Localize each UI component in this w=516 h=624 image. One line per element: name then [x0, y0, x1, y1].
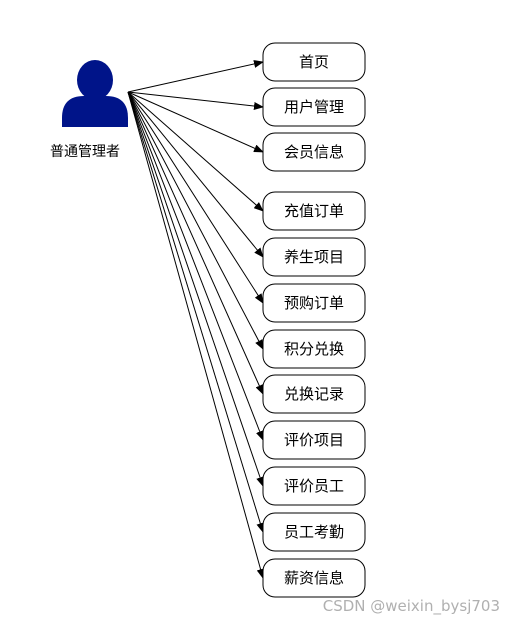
module-nodes: 首页用户管理会员信息充值订单养生项目预购订单积分兑换兑换记录评价项目评价员工员工…	[262, 42, 366, 598]
module-node: 兑换记录	[262, 374, 366, 414]
module-label: 兑换记录	[284, 385, 344, 403]
module-label: 用户管理	[284, 98, 344, 116]
module-box	[262, 283, 366, 323]
module-node: 评价项目	[262, 420, 366, 460]
module-label: 员工考勤	[284, 523, 344, 541]
edge-arrow	[127, 91, 264, 395]
module-box	[262, 42, 366, 82]
edge-arrow	[127, 91, 264, 258]
module-node: 充值订单	[262, 191, 366, 231]
module-node: 会员信息	[262, 132, 366, 172]
module-box	[262, 132, 366, 172]
module-box	[262, 374, 366, 414]
module-box	[262, 466, 366, 506]
module-node: 首页	[262, 42, 366, 82]
edge-arrow	[127, 91, 264, 110]
module-label: 预购订单	[284, 294, 344, 312]
module-label: 评价员工	[284, 477, 344, 495]
module-box	[262, 558, 366, 598]
actor-label: 普通管理者	[50, 144, 120, 160]
module-label: 养生项目	[284, 248, 344, 266]
module-node: 预购订单	[262, 283, 366, 323]
module-box	[262, 237, 366, 277]
module-label: 评价项目	[284, 431, 344, 449]
module-node: 薪资信息	[262, 558, 366, 598]
module-node: 评价员工	[262, 466, 366, 506]
user-icon	[62, 60, 128, 127]
module-node: 积分兑换	[262, 329, 366, 369]
watermark: CSDN @weixin_bysj703	[323, 597, 500, 616]
module-label: 积分兑换	[284, 340, 344, 358]
actor: 普通管理者	[50, 60, 128, 160]
edge-arrow	[127, 91, 264, 304]
module-label: 充值订单	[284, 202, 344, 220]
edge-arrow	[127, 91, 265, 579]
module-label: 薪资信息	[284, 569, 344, 587]
edges	[127, 60, 265, 579]
module-box	[262, 329, 366, 369]
edge-arrow	[127, 60, 264, 93]
edge-arrow	[127, 91, 264, 153]
edge-arrow	[127, 91, 264, 487]
module-label: 首页	[299, 53, 329, 71]
module-node: 用户管理	[262, 87, 366, 127]
edge-arrow	[127, 91, 265, 533]
edge-arrow	[127, 91, 264, 441]
module-box	[262, 191, 366, 231]
module-node: 养生项目	[262, 237, 366, 277]
module-box	[262, 87, 366, 127]
edge-arrow	[127, 91, 264, 350]
module-box	[262, 512, 366, 552]
module-box	[262, 420, 366, 460]
edge-arrow	[127, 91, 264, 212]
module-label: 会员信息	[284, 143, 344, 161]
module-node: 员工考勤	[262, 512, 366, 552]
